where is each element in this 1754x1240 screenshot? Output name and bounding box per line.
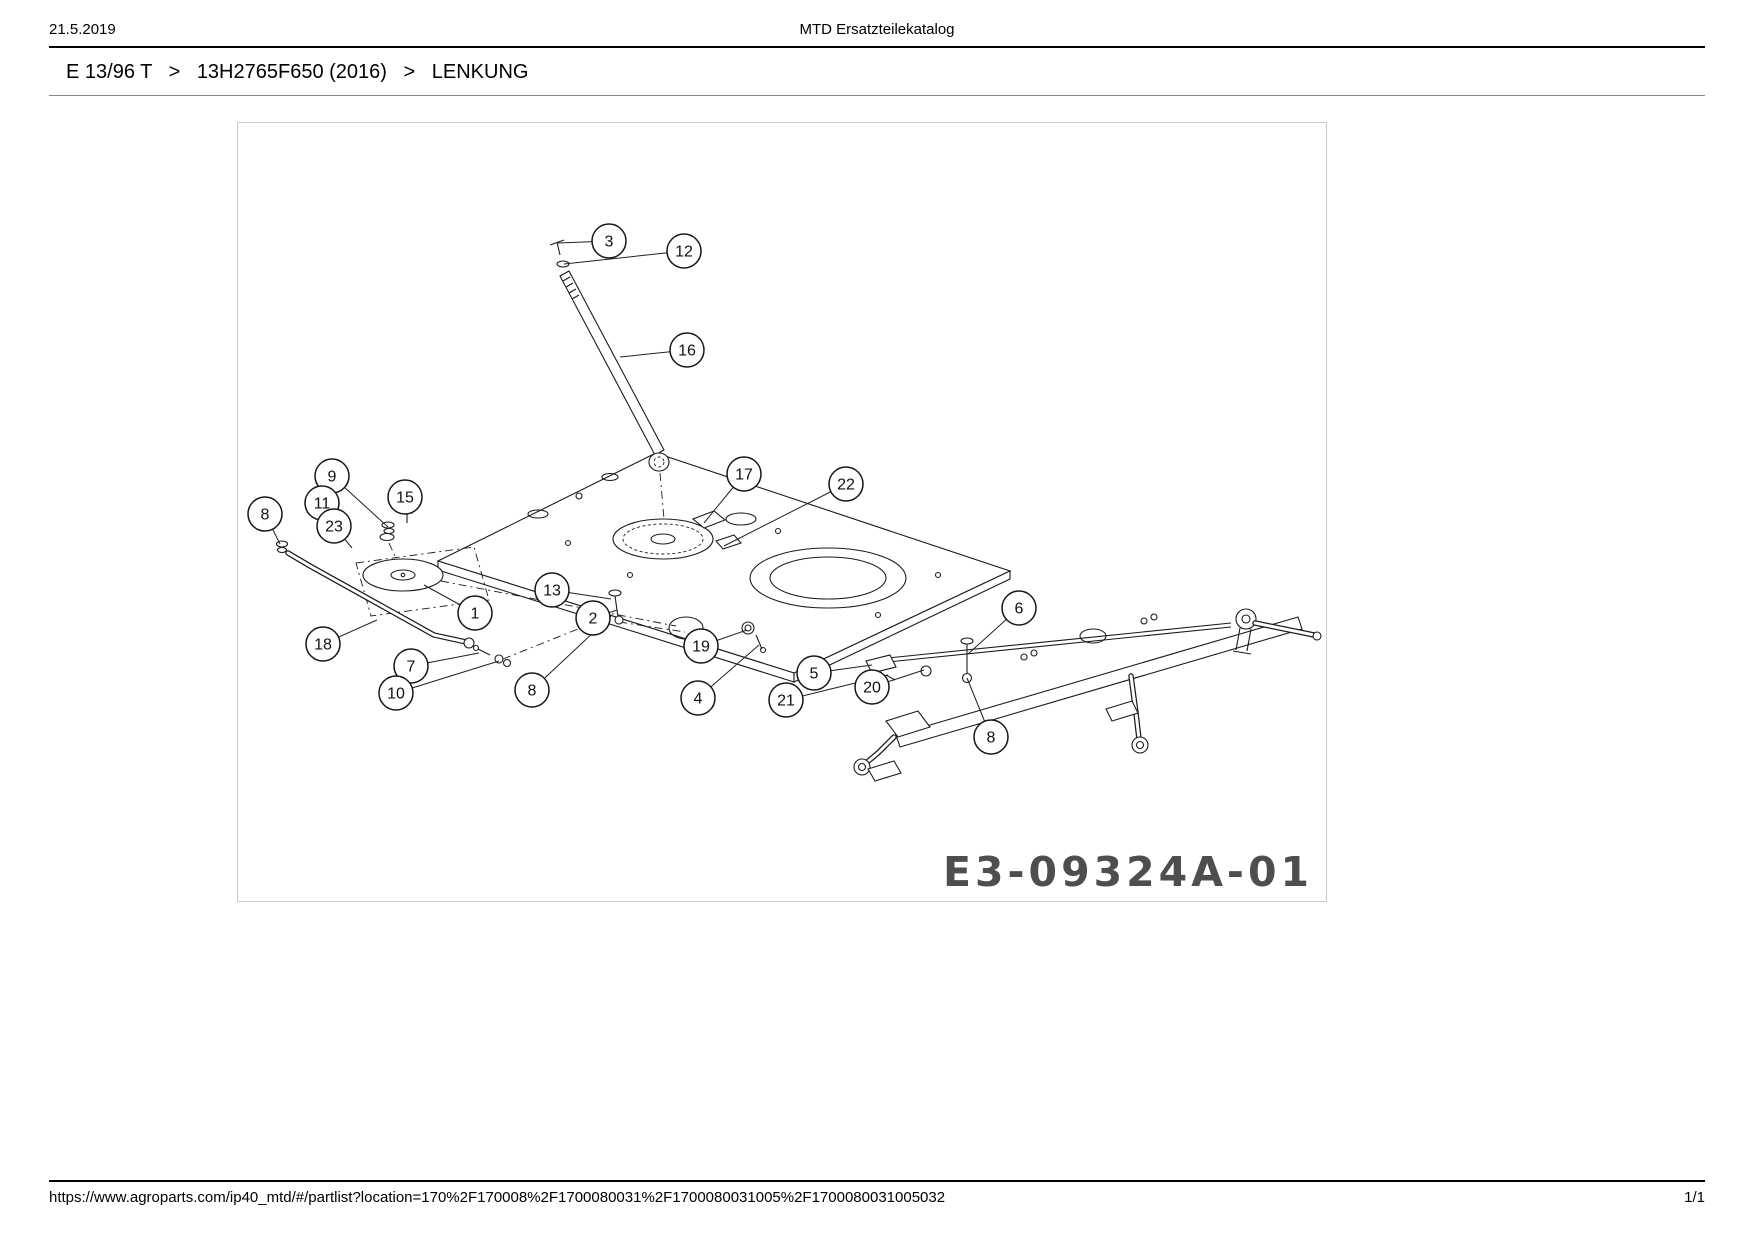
diagram-code: E3-09324A-01 — [943, 848, 1313, 896]
breadcrumb-section: LENKUNG — [431, 61, 529, 83]
svg-text:22: 22 — [837, 477, 855, 494]
svg-text:1: 1 — [471, 606, 480, 623]
callout-balloon-6: 6 — [1001, 590, 1037, 626]
svg-text:8: 8 — [528, 683, 537, 700]
svg-text:7: 7 — [407, 659, 416, 676]
svg-text:21: 21 — [777, 693, 795, 710]
svg-text:17: 17 — [735, 467, 753, 484]
svg-text:18: 18 — [314, 637, 332, 654]
callout-balloon-8: 8 — [247, 496, 283, 532]
callout-balloon-5: 5 — [796, 655, 832, 691]
callout-layer: 3 12 16 9 15 17 22 8 11 23 1 13 2 19 6 18 710 8 4 5 21 20 8 — [247, 223, 1037, 755]
callout-balloon-16: 16 — [669, 332, 705, 368]
callout-leader-10 — [395, 660, 500, 694]
callout-balloon-10: 10 — [378, 675, 414, 711]
svg-text:3: 3 — [605, 234, 614, 251]
svg-text:20: 20 — [863, 680, 881, 697]
breadcrumb: E 13/96 T > 13H2765F650 (2016) > LENKUNG — [66, 61, 528, 84]
callout-balloon-17: 17 — [726, 456, 762, 492]
callout-balloon-8: 8 — [514, 672, 550, 708]
svg-text:10: 10 — [387, 686, 405, 703]
callout-balloon-20: 20 — [854, 669, 890, 705]
callout-balloon-12: 12 — [666, 233, 702, 269]
svg-text:19: 19 — [692, 639, 710, 656]
svg-text:23: 23 — [325, 519, 343, 536]
breadcrumb-separator: > — [168, 61, 181, 83]
page-indicator: 1/1 — [1684, 1189, 1705, 1206]
footer-rule — [49, 1180, 1705, 1182]
callout-balloon-2: 2 — [575, 600, 611, 636]
breadcrumb-model: E 13/96 T — [66, 61, 152, 83]
callout-balloon-4: 4 — [680, 680, 716, 716]
callout-balloon-8: 8 — [973, 719, 1009, 755]
svg-text:2: 2 — [589, 611, 598, 628]
source-url: https://www.agroparts.com/ip40_mtd/#/par… — [49, 1189, 946, 1206]
svg-text:6: 6 — [1015, 601, 1024, 618]
svg-text:5: 5 — [810, 666, 819, 683]
callout-balloon-23: 23 — [316, 508, 352, 544]
callout-balloon-7: 7 — [393, 648, 429, 684]
svg-text:11: 11 — [314, 496, 331, 513]
header-rule — [49, 46, 1705, 48]
parts-drawing — [275, 239, 1322, 782]
callout-balloon-18: 18 — [305, 626, 341, 662]
callout-balloon-3: 3 — [591, 223, 627, 259]
svg-text:8: 8 — [261, 507, 270, 524]
print-date: 21.5.2019 — [49, 21, 116, 38]
breadcrumb-rule — [49, 95, 1705, 96]
callout-leader-12 — [563, 250, 685, 265]
svg-text:9: 9 — [328, 469, 337, 486]
callout-balloon-1: 1 — [457, 595, 493, 631]
callout-balloon-21: 21 — [768, 682, 804, 718]
svg-text:16: 16 — [678, 343, 696, 360]
callout-balloon-22: 22 — [828, 466, 864, 502]
callout-leader-22 — [723, 483, 847, 547]
callout-balloon-19: 19 — [683, 628, 719, 664]
callout-balloon-15: 15 — [387, 479, 423, 515]
exploded-diagram: 3 12 16 9 15 17 22 8 11 23 1 13 2 19 6 18 710 8 4 5 21 20 8 E3… — [247, 223, 1322, 896]
callout-balloon-13: 13 — [534, 572, 570, 608]
breadcrumb-separator: > — [403, 61, 416, 83]
breadcrumb-serial: 13H2765F650 (2016) — [196, 61, 387, 83]
svg-text:8: 8 — [987, 730, 996, 747]
svg-text:13: 13 — [543, 583, 561, 600]
svg-text:4: 4 — [694, 691, 703, 708]
svg-text:15: 15 — [396, 490, 414, 507]
catalog-title: MTD Ersatzteilekatalog — [799, 21, 955, 38]
svg-text:12: 12 — [675, 244, 693, 261]
